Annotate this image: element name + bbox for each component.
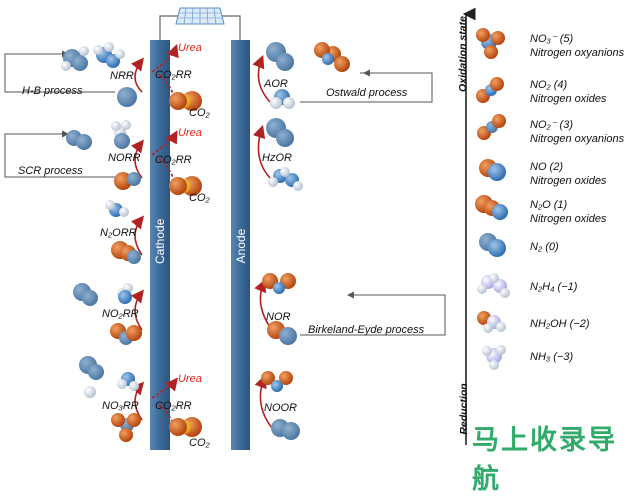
cathode-molecules — [61, 42, 202, 442]
legend-item: N₂H₄ (−1) — [470, 280, 640, 320]
axis-oxidation-label: Oxidation state — [457, 16, 469, 92]
diagram-canvas — [4, 7, 510, 450]
co2rr-label-3: CO₂RR — [155, 400, 192, 412]
reaction-hzor-label: HzOR — [262, 152, 292, 164]
co2rr-label-2: CO₂RR — [155, 154, 192, 166]
legend-name: Nitrogen oxides — [530, 213, 607, 225]
co2-label-1: CO₂ — [189, 107, 210, 119]
reaction-no3rr-label: NO₃RR — [102, 400, 139, 412]
legend-formula: NO₂ (4) — [530, 79, 568, 91]
legend-name: Nitrogen oxides — [530, 175, 607, 187]
solar-panel-icon — [175, 7, 225, 25]
legend-formula: NO₂⁻ (3) — [530, 119, 574, 131]
process-birkeland-label: Birkeland-Eyde process — [308, 324, 425, 336]
legend-item: NO₃⁻ (5) Nitrogen oxyanions — [470, 32, 640, 72]
urea-label-2: Urea — [178, 127, 202, 139]
legend-formula: NO (2) — [530, 161, 563, 173]
reaction-aor-label: AOR — [264, 78, 288, 90]
reaction-nrr-label: NRR — [110, 70, 134, 82]
co2-label-2: CO₂ — [189, 192, 210, 204]
legend-item: NH₂OH (−2) — [470, 317, 640, 357]
legend-formula: NO₃⁻ (5) — [530, 33, 574, 45]
process-scr-label: SCR process — [18, 165, 83, 177]
cathode-label: Cathode — [153, 218, 167, 264]
anode-molecules — [261, 42, 350, 440]
watermark: 马上收录导航 — [472, 425, 617, 495]
legend-item: NO₂⁻ (3) Nitrogen oxyanions — [470, 118, 640, 158]
reaction-n2orr-label: N₂ORR — [100, 227, 137, 239]
co2rr-label-1: CO₂RR — [155, 69, 192, 81]
legend-item: NO (2) Nitrogen oxides — [470, 160, 640, 200]
cathode-arrows — [130, 43, 179, 433]
urea-label-1: Urea — [178, 42, 202, 54]
cathode-electrode — [150, 40, 170, 450]
legend-icons — [475, 28, 510, 370]
reaction-no2rr-label: NO₂RR — [102, 308, 139, 320]
legend-name: Nitrogen oxides — [530, 93, 607, 105]
legend-formula: N₂H₄ (−1) — [530, 281, 578, 293]
reaction-norr-label: NORR — [108, 152, 141, 164]
axis-reduction-label: Reduction — [458, 383, 470, 435]
external-circuit — [159, 7, 241, 40]
urea-label-3: Urea — [178, 373, 202, 385]
reaction-noor-label: NOOR — [264, 402, 297, 414]
legend-item: NO₂ (4) Nitrogen oxides — [470, 78, 640, 118]
legend-item: NH₃ (−3) — [470, 350, 640, 390]
process-brackets — [4, 50, 446, 336]
anode-electrode — [231, 40, 250, 450]
process-hb-label: H-B process — [22, 85, 83, 97]
legend-formula: N₂O (1) — [530, 199, 568, 211]
legend-formula: NH₂OH (−2) — [530, 318, 590, 330]
legend-formula: NH₃ (−3) — [530, 351, 574, 363]
legend-item: N₂O (1) Nitrogen oxides — [470, 198, 640, 238]
co2-label-3: CO₂ — [189, 437, 210, 449]
legend-formula: N₂ (0) — [530, 241, 559, 253]
anode-label: Anode — [234, 228, 248, 264]
reaction-nor-label: NOR — [266, 311, 291, 323]
legend-name: Nitrogen oxyanions — [530, 133, 625, 145]
legend-item: N₂ (0) — [470, 240, 640, 280]
process-ostwald-label: Ostwald process — [326, 87, 408, 99]
legend-name: Nitrogen oxyanions — [530, 47, 625, 59]
